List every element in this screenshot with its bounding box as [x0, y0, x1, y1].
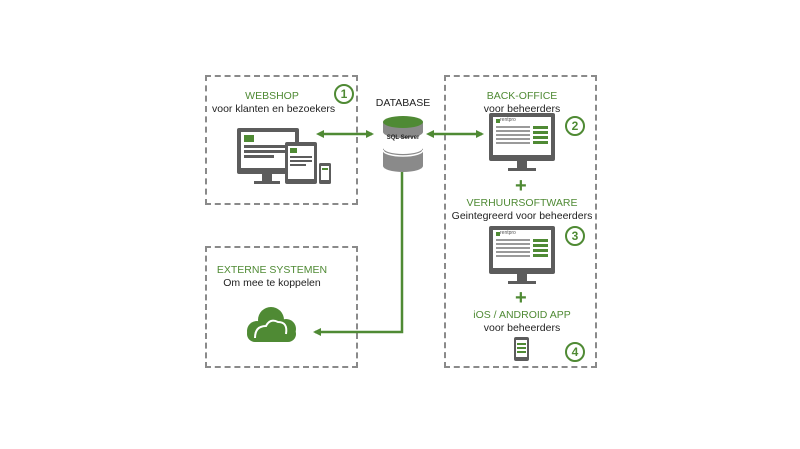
cloud-icon: [247, 307, 296, 342]
webshop-title: WEBSHOP: [245, 90, 299, 102]
webshop-subtitle: voor klanten en bezoekers: [212, 103, 336, 115]
phone-icon: [319, 163, 331, 184]
plus-sign: +: [515, 175, 527, 197]
extern-subtitle: Om mee te koppelen: [223, 277, 321, 289]
database-cylinder-icon: [382, 116, 424, 172]
right-group-box: [444, 75, 597, 368]
extern-title: EXTERNE SYSTEMEN: [216, 264, 328, 276]
verhuur-title: VERHUURSOFTWARE: [466, 197, 578, 209]
number-badge-1: 1: [334, 84, 354, 104]
computer-monitor-icon: [489, 113, 555, 171]
number-badge-4: 4: [565, 342, 585, 362]
backoffice-subtitle: voor beheerders: [483, 103, 561, 115]
app-title: iOS / ANDROID APP: [473, 309, 571, 321]
brand-logo: rentpro: [500, 117, 516, 123]
plus-sign: +: [515, 287, 527, 309]
database-title: DATABASE: [375, 97, 431, 109]
webshop-box: [205, 75, 358, 205]
number-badge-3: 3: [565, 226, 585, 246]
tablet-icon: [285, 142, 317, 184]
brand-logo: rentpro: [500, 230, 516, 236]
database-label: SQL Server: [386, 135, 420, 141]
verhuur-subtitle: Geintegreerd voor beheerders: [451, 210, 593, 222]
backoffice-title: BACK-OFFICE: [486, 90, 558, 102]
extern-box: [205, 246, 358, 368]
phone-icon: [514, 337, 529, 361]
computer-monitor-icon: [489, 226, 555, 284]
number-badge-2: 2: [565, 116, 585, 136]
db-extern-arrow: [313, 172, 404, 336]
app-subtitle: voor beheerders: [483, 322, 561, 334]
arrow-icon: [313, 130, 484, 336]
